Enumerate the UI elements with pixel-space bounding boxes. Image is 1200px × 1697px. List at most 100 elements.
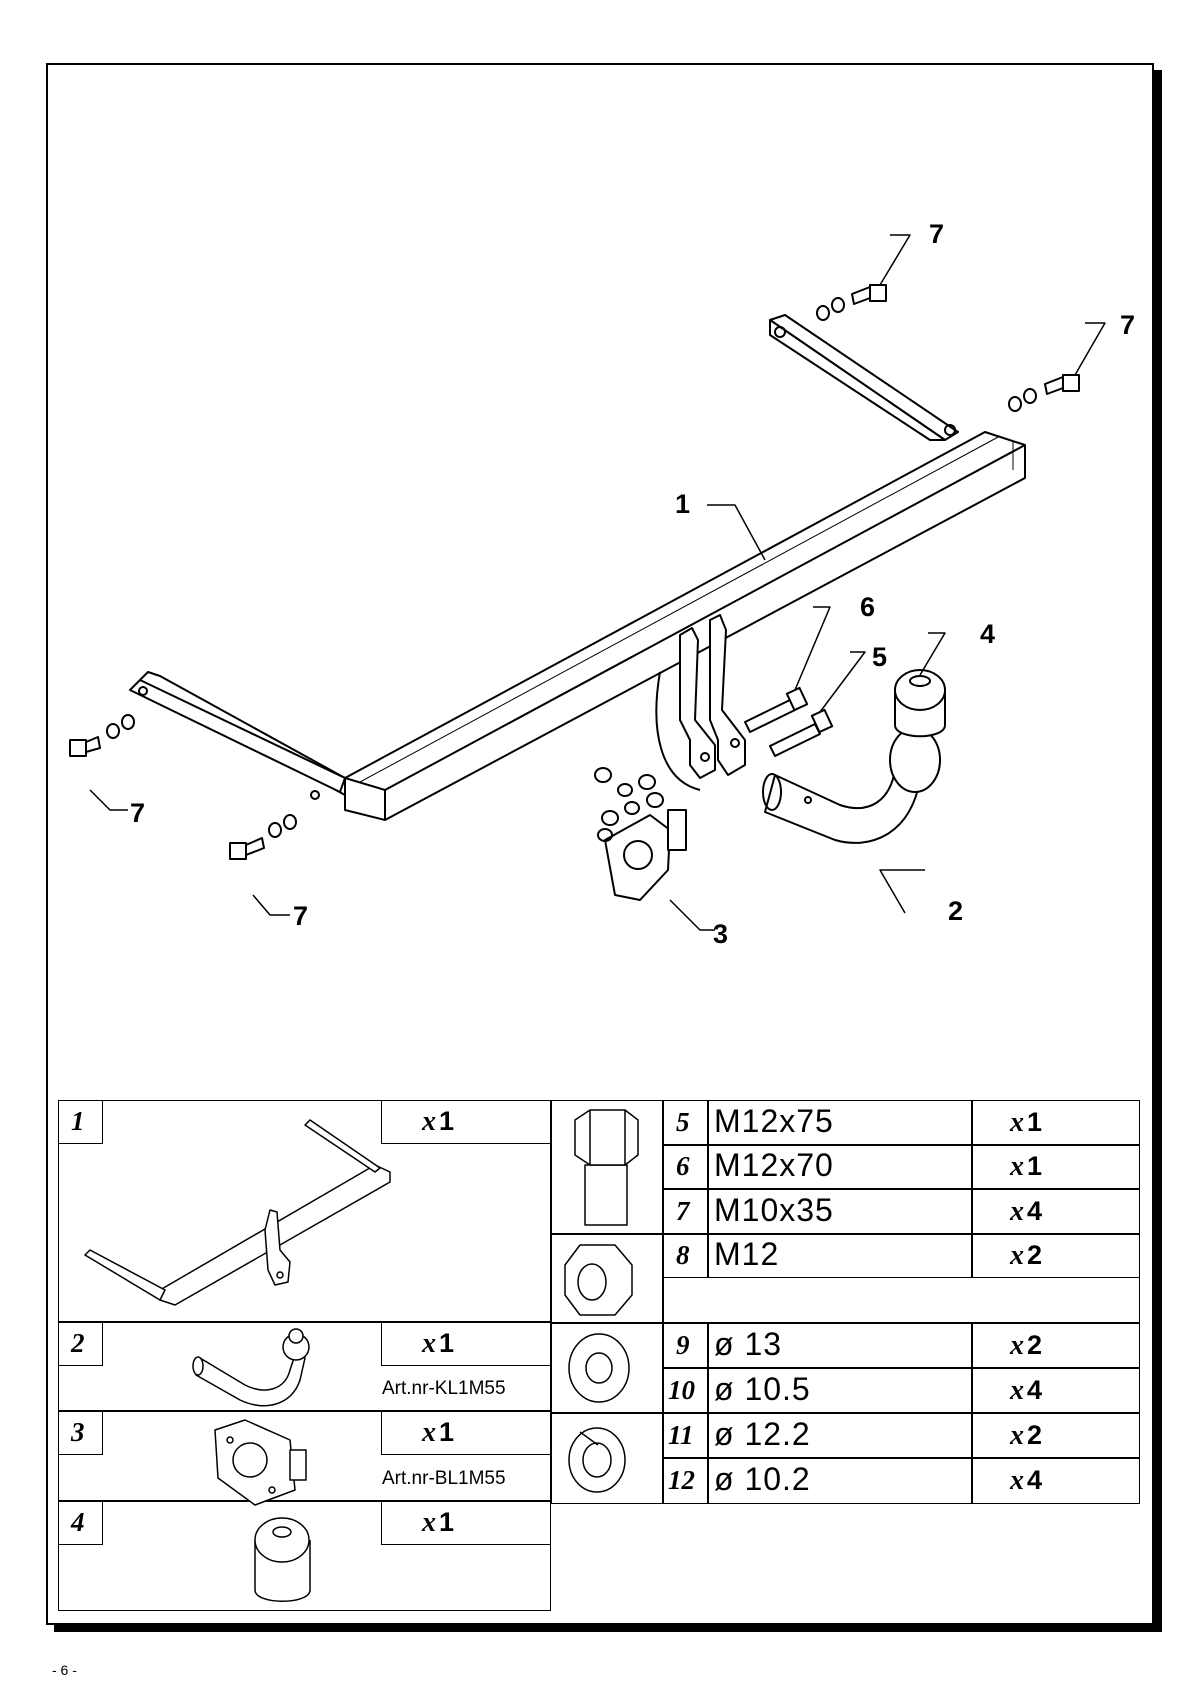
row-12-num (663, 1458, 708, 1504)
part-3-number: 3 (71, 1417, 85, 1447)
thumb-towball (192, 1328, 310, 1407)
row-11-qty (972, 1413, 1140, 1458)
row-9-spec (708, 1323, 972, 1368)
part-11-spec: ø 12.2 (714, 1416, 811, 1452)
part-9-number: 9 (676, 1330, 690, 1360)
row-10-num (663, 1368, 708, 1413)
part-10-spec: ø 10.5 (714, 1371, 811, 1407)
bolts-part-5-6 (744, 686, 834, 757)
part-2-qty-tab (381, 1322, 551, 1366)
part-6-number: 6 (676, 1151, 690, 1181)
row-8-num (663, 1234, 708, 1278)
row-5-qty (972, 1100, 1140, 1145)
thumb-bolt (574, 1109, 639, 1226)
part-5-spec: M12x75 (714, 1103, 834, 1139)
ball-cap-part-4 (894, 669, 946, 738)
row-8-spec (708, 1234, 972, 1278)
callout-2: 2 (948, 896, 963, 926)
callout-7-top: 7 (929, 219, 944, 249)
part-4-number-tab (58, 1501, 103, 1545)
part-2-number-tab (58, 1322, 103, 1366)
part-1-box (58, 1100, 551, 1322)
part-1-number-tab (58, 1100, 103, 1144)
page-number: - 6 - (52, 1662, 77, 1678)
washer-image-box (551, 1323, 663, 1413)
row-9-qty (972, 1323, 1140, 1368)
callout-4: 4 (980, 619, 995, 649)
row-6-spec (708, 1145, 972, 1189)
bolt-image-box (551, 1100, 663, 1234)
part-8-number: 8 (676, 1240, 690, 1270)
part-12-number: 12 (668, 1465, 695, 1495)
row-11-num (663, 1413, 708, 1458)
part-11-number: 11 (668, 1420, 694, 1450)
row-10-spec (708, 1368, 972, 1413)
thumb-ball-cap (254, 1517, 311, 1602)
part-1-number: 1 (71, 1106, 85, 1136)
socket-plate-part-3 (604, 809, 687, 901)
part-3-article-number: Art.nr-BL1M55 (382, 1468, 506, 1489)
part-7-spec: M10x35 (714, 1192, 834, 1228)
bolts-part-7 (69, 284, 1080, 860)
row-11-spec (708, 1413, 972, 1458)
row-10-qty (972, 1368, 1140, 1413)
row-5-num (663, 1100, 708, 1145)
part-7-number: 7 (676, 1196, 690, 1226)
part-2-box (58, 1322, 551, 1411)
part-2-number: 2 (71, 1328, 85, 1358)
part-1-qty-tab (381, 1100, 551, 1144)
row-7-num (663, 1189, 708, 1234)
leader-lines (89, 234, 1106, 931)
row-7-qty (972, 1189, 1140, 1234)
row-8-qty (972, 1234, 1140, 1278)
callout-7-bottom: 7 (293, 901, 308, 931)
part-6-spec: M12x70 (714, 1147, 834, 1183)
part-4-number: 4 (71, 1507, 85, 1537)
part-5-number: 5 (676, 1107, 690, 1137)
part-12-spec: ø 10.2 (714, 1461, 811, 1497)
part-8-spec: M12 (714, 1236, 780, 1272)
nuts-washers-center (594, 767, 664, 842)
thumb-spring-washer (568, 1427, 626, 1493)
callout-5: 5 (872, 642, 887, 672)
crossbar-part-1 (129, 314, 1026, 821)
callout-7-right: 7 (1120, 310, 1135, 340)
spring-washer-image-box (551, 1413, 663, 1504)
part-2-article-number: Art.nr-KL1M55 (382, 1378, 506, 1399)
part-3-box (58, 1411, 551, 1501)
row-5-spec (708, 1100, 972, 1145)
thumb-washer (568, 1333, 630, 1403)
callout-1: 1 (675, 489, 690, 519)
part-3-qty-tab (381, 1411, 551, 1455)
row-6-num (663, 1145, 708, 1189)
row-8-spacer (663, 1278, 1140, 1323)
thumb-nut (564, 1244, 633, 1316)
callout-3: 3 (713, 919, 728, 949)
row-7-spec (708, 1189, 972, 1234)
row-6-qty (972, 1145, 1140, 1189)
thumb-socket-plate (214, 1419, 307, 1506)
part-3-number-tab (58, 1411, 103, 1455)
part-10-number: 10 (668, 1375, 695, 1405)
callout-6: 6 (860, 592, 875, 622)
row-12-spec (708, 1458, 972, 1504)
towball-part-2 (762, 719, 941, 844)
thumb-crossbar (84, 1119, 391, 1306)
nut-image-box (551, 1234, 663, 1323)
part-4-qty-tab (381, 1501, 551, 1545)
part-4-box (58, 1501, 551, 1611)
